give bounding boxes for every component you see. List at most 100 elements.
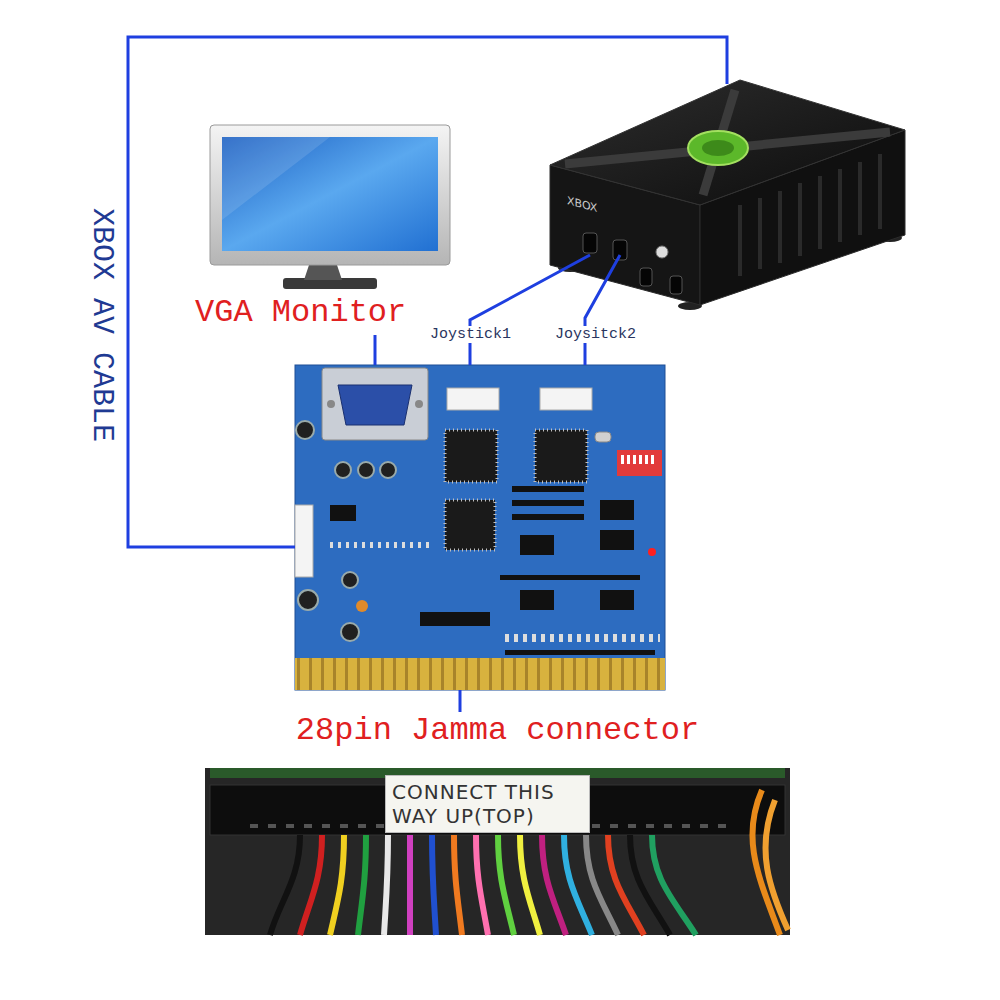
xbox-console-illustration-part-part xyxy=(818,176,822,249)
adapter-board-illustration-part-part xyxy=(512,486,584,492)
jamma-connector-photo-part-part xyxy=(586,835,618,935)
jamma-connector-photo-part-part xyxy=(407,835,413,935)
jamma-connector-photo-part-part xyxy=(520,835,540,935)
adapter-board-illustration-part xyxy=(505,634,660,642)
adapter-board-illustration-part xyxy=(447,388,499,410)
adapter-board-illustration-part-part xyxy=(651,455,654,464)
xbox-console-illustration-part-part xyxy=(878,154,882,229)
jamma-connector-photo-part-part xyxy=(652,835,696,935)
adapter-board-illustration-part xyxy=(327,400,335,408)
jamma-connector-photo-part xyxy=(205,768,790,935)
xbox-console-illustration-part-part xyxy=(758,198,762,269)
node-text: 28pin Jamma connector xyxy=(205,712,790,750)
adapter-board-illustration-part-part xyxy=(512,500,584,506)
adapter-board-illustration-part xyxy=(648,548,656,556)
jamma-connector-photo xyxy=(205,768,790,935)
adapter-board-illustration-part xyxy=(295,658,665,690)
adapter-board-illustration-part-part xyxy=(600,500,634,520)
jamma-connector-photo-part xyxy=(210,768,785,778)
adapter-board-illustration-part-part xyxy=(505,650,655,655)
xbox-console-illustration-part xyxy=(670,276,682,294)
adapter-board-illustration-part xyxy=(617,450,662,476)
adapter-board-illustration-part-part xyxy=(445,500,495,550)
adapter-board-illustration-part-part xyxy=(330,505,356,521)
adapter-board-illustration-part xyxy=(540,388,592,410)
jamma-connector-photo-part xyxy=(270,790,788,935)
jamma-connector-photo-part xyxy=(210,785,785,835)
jamma-connector-photo-part-part xyxy=(454,835,462,935)
adapter-board-illustration-part-part xyxy=(512,514,584,520)
cable-line xyxy=(374,335,377,365)
xbox-console-illustration-part xyxy=(702,140,734,156)
adapter-board-illustration-part xyxy=(295,365,665,690)
cable-label: XBOX AV CABLE xyxy=(85,208,120,442)
vga-monitor-illustration-part xyxy=(222,137,330,220)
adapter-board-illustration-part-part xyxy=(341,623,359,641)
jamma-connector-photo-part-part xyxy=(330,835,344,935)
adapter-board-illustration-part xyxy=(338,385,412,425)
adapter-board-illustration-part-part xyxy=(298,590,318,610)
adapter-board-illustration-part-part xyxy=(420,612,490,626)
cable-label: Joysitck2 xyxy=(553,326,638,343)
jamma-connector-photo-part-part xyxy=(358,835,366,935)
jamma-connector-photo-part-part xyxy=(476,835,488,935)
jamma-connector-photo-part-part xyxy=(765,800,788,930)
node-text: VGA Monitor xyxy=(195,295,457,335)
jamma-connector-photo-part-part xyxy=(384,835,388,935)
warning-sticker: CONNECT THIS WAY UP(TOP) xyxy=(385,775,590,833)
xbox-console-illustration-part-part xyxy=(798,183,802,256)
node-text: XBOX xyxy=(567,194,597,215)
adapter-board-illustration-part xyxy=(356,600,368,612)
adapter-board-illustration xyxy=(295,365,665,690)
cable-line xyxy=(459,690,462,712)
xbox-console-illustration-part xyxy=(688,131,748,165)
jamma-connector-photo-part-part xyxy=(498,835,514,935)
cable-line xyxy=(585,255,620,365)
xbox-console-illustration-part-part xyxy=(738,205,742,276)
jamma-connector-photo-part xyxy=(250,824,730,828)
adapter-board-illustration-part xyxy=(295,505,313,577)
xbox-console-illustration-part-part xyxy=(778,191,782,263)
adapter-board-illustration-part-part xyxy=(342,572,358,588)
adapter-board-illustration-part-part xyxy=(627,455,630,464)
adapter-board-illustration-part-part xyxy=(600,530,634,550)
adapter-board-node xyxy=(295,365,665,690)
adapter-board-illustration-part-part xyxy=(621,455,624,464)
adapter-board-illustration-part-part xyxy=(380,462,396,478)
adapter-board-illustration-part-part xyxy=(633,455,636,464)
adapter-board-illustration-part-part xyxy=(535,430,587,482)
cable-line xyxy=(470,255,590,365)
monitor-node: VGA Monitor xyxy=(195,125,457,335)
adapter-board-illustration-part-part xyxy=(520,590,554,610)
xbox-node: XBOX xyxy=(545,84,910,255)
adapter-board-illustration-part-part xyxy=(445,430,497,482)
xbox-console-illustration-part xyxy=(656,246,668,258)
xbox-console-illustration-part xyxy=(583,233,597,253)
xbox-console-illustration-part-part xyxy=(858,162,862,235)
adapter-board-illustration-part xyxy=(415,400,423,408)
xbox-console-illustration xyxy=(550,80,905,310)
adapter-board-illustration-part-part xyxy=(520,535,554,555)
node-text: CONNECT THIS WAY UP(TOP) xyxy=(392,780,583,828)
adapter-board-illustration-part xyxy=(621,455,654,464)
adapter-board-illustration-part-part xyxy=(296,421,314,439)
jamma-connector-photo-part-part xyxy=(432,835,436,935)
adapter-board-illustration-part xyxy=(330,486,655,655)
adapter-board-illustration-part xyxy=(322,368,428,440)
jamma-connector-photo-part-part xyxy=(270,835,300,935)
xbox-console-illustration-part xyxy=(640,268,652,286)
adapter-board-illustration-part xyxy=(296,421,396,641)
cable-line xyxy=(128,37,727,547)
jamma-connector-node: CONNECT THIS WAY UP(TOP) 28pin Jamma conn… xyxy=(205,712,790,935)
adapter-board-illustration-part xyxy=(595,432,611,442)
xbox-console-illustration-part-part xyxy=(838,169,842,242)
adapter-board-illustration-part-part xyxy=(358,462,374,478)
adapter-board-illustration-part xyxy=(330,542,430,548)
adapter-board-illustration-part-part xyxy=(500,575,640,580)
adapter-board-illustration-part xyxy=(445,430,587,550)
adapter-board-illustration-part-part xyxy=(600,590,634,610)
vga-monitor-illustration-part xyxy=(210,125,450,265)
